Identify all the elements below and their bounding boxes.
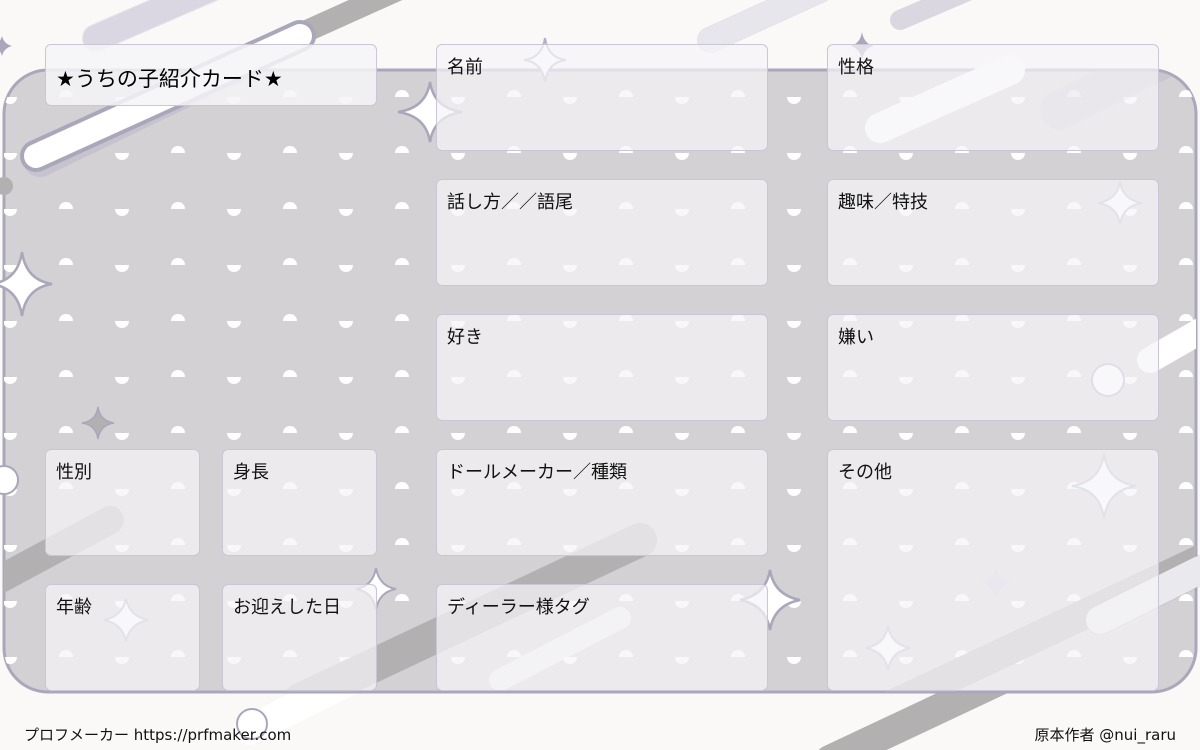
field-hobby-label: 趣味／特技 (838, 192, 928, 213)
field-other-label: その他 (838, 462, 892, 483)
field-dislikes[interactable]: 嫌い (827, 314, 1159, 421)
field-height[interactable]: 身長 (222, 449, 377, 556)
field-doll-maker[interactable]: ドールメーカー／種類 (436, 449, 768, 556)
field-personality[interactable]: 性格 (827, 44, 1159, 151)
field-height-label: 身長 (233, 462, 269, 483)
field-hobby[interactable]: 趣味／特技 (827, 179, 1159, 286)
field-age-label: 年齢 (56, 597, 92, 618)
field-speech-label: 話し方／／語尾 (447, 192, 573, 213)
field-gender-label: 性別 (56, 462, 92, 483)
field-name[interactable]: 名前 (436, 44, 768, 151)
field-dealer-tag[interactable]: ディーラー様タグ (436, 584, 768, 691)
field-doll-maker-label: ドールメーカー／種類 (447, 462, 627, 483)
field-other[interactable]: その他 (827, 449, 1159, 691)
field-gender[interactable]: 性別 (45, 449, 200, 556)
field-likes[interactable]: 好き (436, 314, 768, 421)
card-title-box: ★うちの子紹介カード★ (45, 44, 377, 106)
field-personality-label: 性格 (838, 57, 874, 78)
field-speech[interactable]: 話し方／／語尾 (436, 179, 768, 286)
background-stripes (82, 0, 1015, 750)
field-welcome-day-label: お迎えした日 (233, 597, 341, 618)
footer-credit-left: プロフメーカー https://prfmaker.com (24, 726, 292, 744)
field-welcome-day[interactable]: お迎えした日 (222, 584, 377, 691)
field-name-label: 名前 (447, 57, 483, 78)
field-age[interactable]: 年齢 (45, 584, 200, 691)
card-title: ★うちの子紹介カード★ (56, 67, 283, 91)
field-likes-label: 好き (447, 327, 483, 348)
footer-credit-right: 原本作者 @nui_raru (1034, 726, 1176, 744)
field-dislikes-label: 嫌い (838, 327, 874, 348)
field-dealer-tag-label: ディーラー様タグ (447, 597, 590, 618)
